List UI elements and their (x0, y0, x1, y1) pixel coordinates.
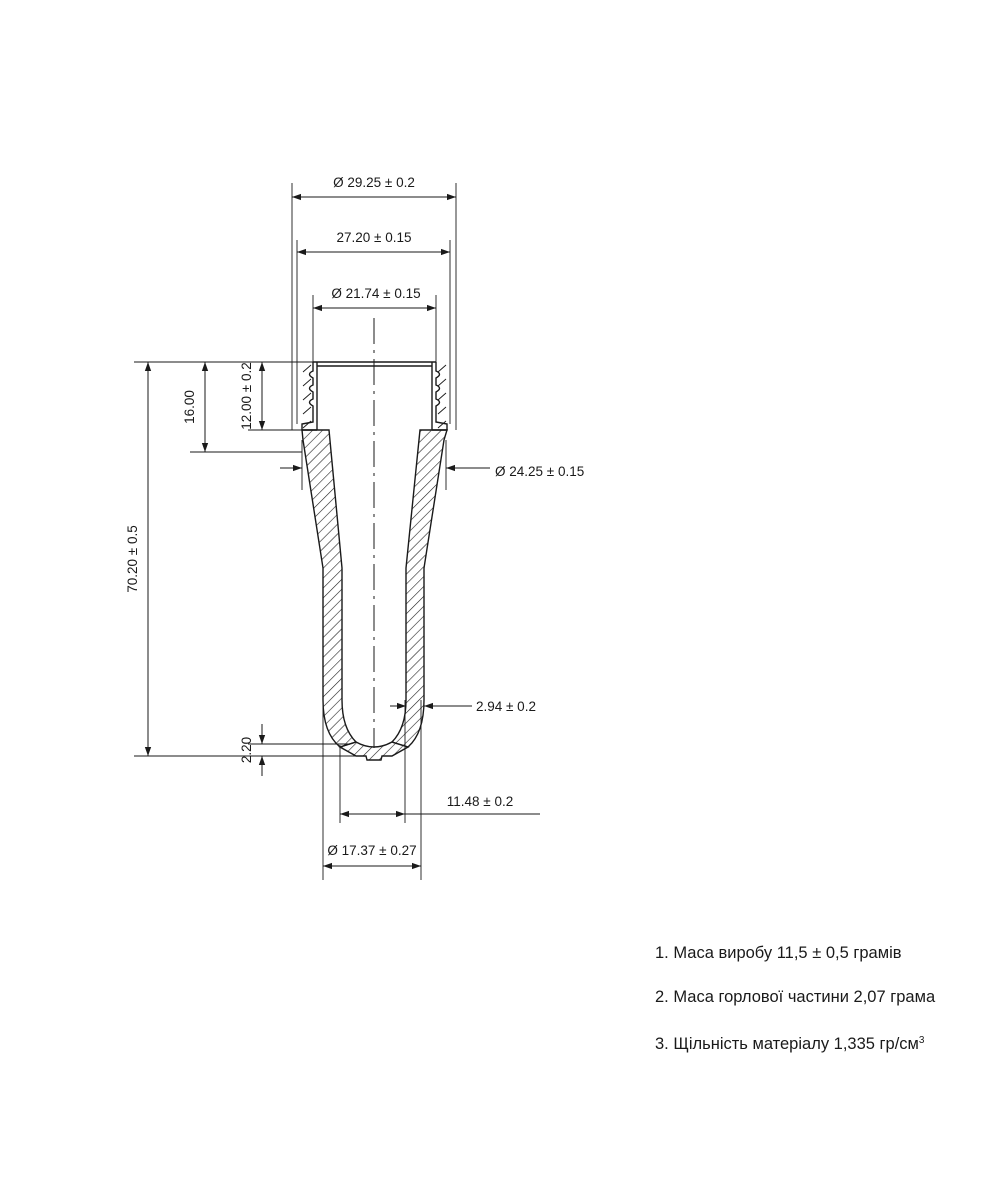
label-inner-body-width: 11.48 ± 0.2 (447, 794, 513, 809)
left-wall-section (301, 429, 358, 748)
label-finish-height: 12.00 ± 0.2 (239, 362, 254, 429)
label-wall-thickness: 2.94 ± 0.2 (476, 699, 536, 714)
label-total-length: 70.20 ± 0.5 (125, 525, 140, 592)
dimension-labels: Ø 29.25 ± 0.2 27.20 ± 0.15 Ø 21.74 ± 0.1… (125, 175, 584, 858)
note-1: 1. Маса виробу 11,5 ± 0,5 грамів (655, 938, 1000, 982)
neck-left-profile (301, 362, 317, 431)
thread-right-hatch (437, 364, 447, 429)
note-2-text: 2. Маса горлової частини 2,07 грама (655, 988, 936, 1006)
label-inner-neck-diameter: Ø 21.74 ± 0.15 (331, 286, 420, 301)
label-bottom-thickness: 2.20 (239, 737, 254, 763)
technical-notes: 1. Маса виробу 11,5 ± 0,5 грамів 2. Маса… (655, 938, 1000, 1070)
label-neck-height: 16.00 (182, 390, 197, 424)
right-wall-section (390, 429, 448, 748)
dimension-lines (144, 193, 540, 870)
note-3: 3. Щільність матеріалу 1,335 гр/см3 (655, 1026, 1000, 1070)
label-outer-thread-diameter: Ø 29.25 ± 0.2 (333, 175, 415, 190)
label-thread-root-width: 27.20 ± 0.15 (337, 230, 412, 245)
note-3-superscript: 3 (918, 1035, 925, 1046)
note-3-text: 3. Щільність матеріалу 1,335 гр/см (655, 1035, 919, 1053)
note-1-text: 1. Маса виробу 11,5 ± 0,5 грамів (655, 944, 902, 962)
extension-lines (134, 183, 457, 880)
label-support-ring-diameter: Ø 24.25 ± 0.15 (495, 464, 584, 479)
note-2: 2. Маса горлової частини 2,07 грама (655, 982, 1000, 1026)
neck-right-profile (432, 362, 448, 431)
bottom-section (338, 741, 410, 761)
thread-left-hatch (302, 364, 312, 429)
label-outer-body-diameter: Ø 17.37 ± 0.27 (327, 843, 416, 858)
